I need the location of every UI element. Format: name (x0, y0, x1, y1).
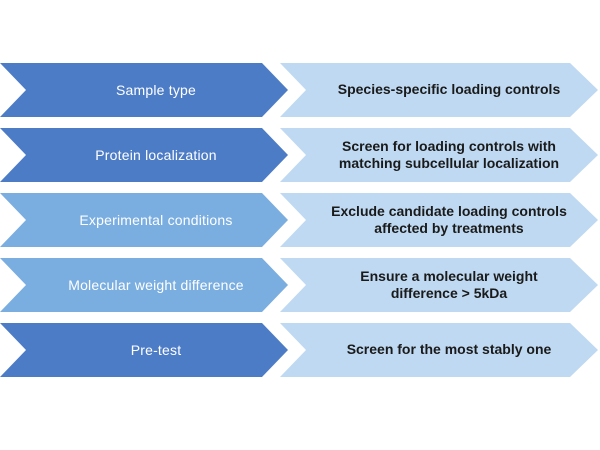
stage-arrow: Pre-test (0, 323, 288, 377)
description-text: Screen for the most stably one (346, 341, 552, 358)
stage-arrow: Protein localization (0, 128, 288, 182)
description-text: Species-specific loading controls (337, 81, 561, 98)
stage-label: Experimental conditions (79, 212, 233, 228)
flow-row-molecular-weight: Molecular weight difference Ensure a mol… (0, 258, 600, 312)
description-text: Exclude candidate loading controls affec… (331, 202, 567, 237)
stage-arrow: Experimental conditions (0, 193, 288, 247)
flow-row-pre-test: Pre-test Screen for the most stably one (0, 323, 600, 377)
description-arrow: Species-specific loading controls (280, 63, 598, 117)
flow-row-protein-localization: Protein localization Screen for loading … (0, 128, 600, 182)
description-text: Ensure a molecular weight difference > 5… (360, 267, 538, 302)
stage-label: Protein localization (95, 147, 217, 163)
stage-label: Pre-test (130, 342, 182, 358)
stage-label: Sample type (115, 82, 197, 98)
description-text: Screen for loading controls with matchin… (338, 137, 560, 172)
description-arrow: Screen for the most stably one (280, 323, 598, 377)
stage-arrow: Sample type (0, 63, 288, 117)
flow-row-experimental-conditions: Experimental conditions Exclude candidat… (0, 193, 600, 247)
description-arrow: Ensure a molecular weight difference > 5… (280, 258, 598, 312)
flow-row-sample-type: Sample type Species-specific loading con… (0, 63, 600, 117)
description-arrow: Exclude candidate loading controls affec… (280, 193, 598, 247)
stage-label: Molecular weight difference (68, 277, 244, 293)
description-arrow: Screen for loading controls with matchin… (280, 128, 598, 182)
stage-arrow: Molecular weight difference (0, 258, 288, 312)
